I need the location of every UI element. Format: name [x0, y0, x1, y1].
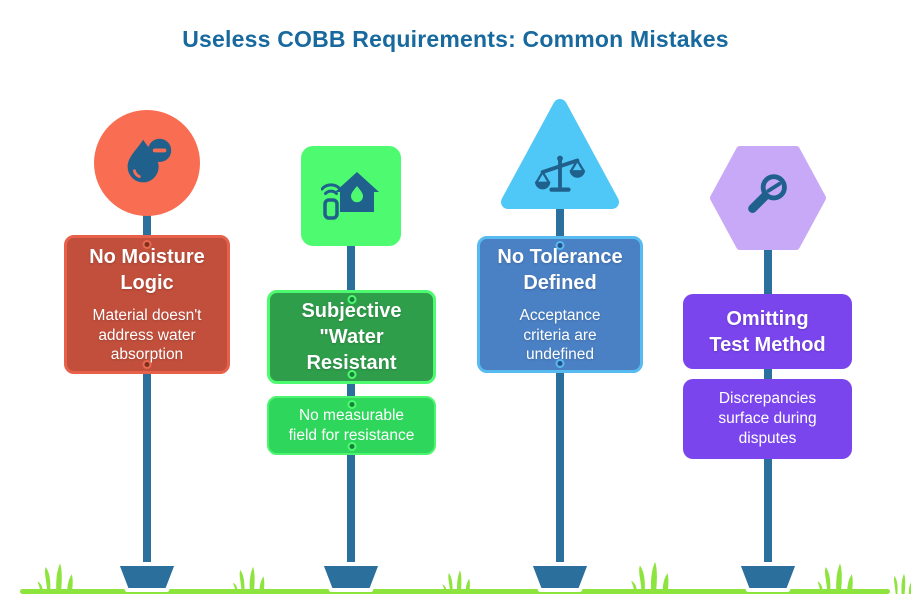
sign-subtitle: Material doesn't address water absorptio… [92, 306, 202, 364]
grass-tuft [233, 566, 265, 594]
rivet [347, 400, 356, 409]
pole-base [736, 562, 800, 592]
pole-base [115, 562, 179, 592]
sign-title: No Tolerance Defined [497, 245, 623, 294]
smart-home-moisture-icon [321, 172, 379, 220]
sign-panel-no-moisture-logic: No Moisture Logic Material doesn't addre… [64, 235, 230, 374]
signpost-pole [344, 200, 358, 568]
sign-subtitle: Acceptance criteria are undefined [519, 306, 601, 364]
sign-subtitle: No measurable field for resistance [288, 406, 415, 444]
pole-base [319, 562, 383, 592]
sign-subpanel-no-measurable-field: No measurable field for resistance [267, 396, 436, 455]
sign-subtitle: Discrepancies surface during disputes [718, 390, 817, 447]
page-title: Useless COBB Requirements: Common Mistak… [182, 26, 729, 52]
rivet [142, 360, 152, 369]
rivet [142, 240, 152, 249]
magnifier-slash-icon [748, 174, 787, 213]
sign-title: Omitting Test Method [709, 307, 826, 356]
sign-title: Subjective "Water Resistant [301, 300, 402, 374]
rivet [555, 241, 565, 250]
sign-panel-omitting-test-method: Omitting Test Method [683, 294, 852, 369]
sign-subpanel-discrepancies: Discrepancies surface during disputes [683, 379, 852, 459]
balance-scale-icon [534, 155, 586, 192]
triangle-badge [501, 99, 619, 209]
grass-tuft [893, 573, 911, 594]
sign-title: No Moisture Logic [89, 245, 205, 294]
sign-panel-no-tolerance-defined: No Tolerance Defined Acceptance criteria… [477, 236, 643, 373]
rivet [347, 295, 356, 304]
sign-panel-subjective-water-resistant: Subjective "Water Resistant [267, 290, 436, 384]
rivet [347, 370, 356, 379]
grass-tuft [631, 561, 669, 594]
pole-base [528, 562, 592, 592]
water-drop-minus-icon [127, 138, 172, 183]
ground-line [20, 589, 890, 594]
grass-tuft [817, 563, 853, 594]
grass-tuft [442, 570, 470, 594]
grass-tuft [37, 563, 73, 594]
rivet [555, 359, 565, 368]
rivet [347, 442, 356, 451]
